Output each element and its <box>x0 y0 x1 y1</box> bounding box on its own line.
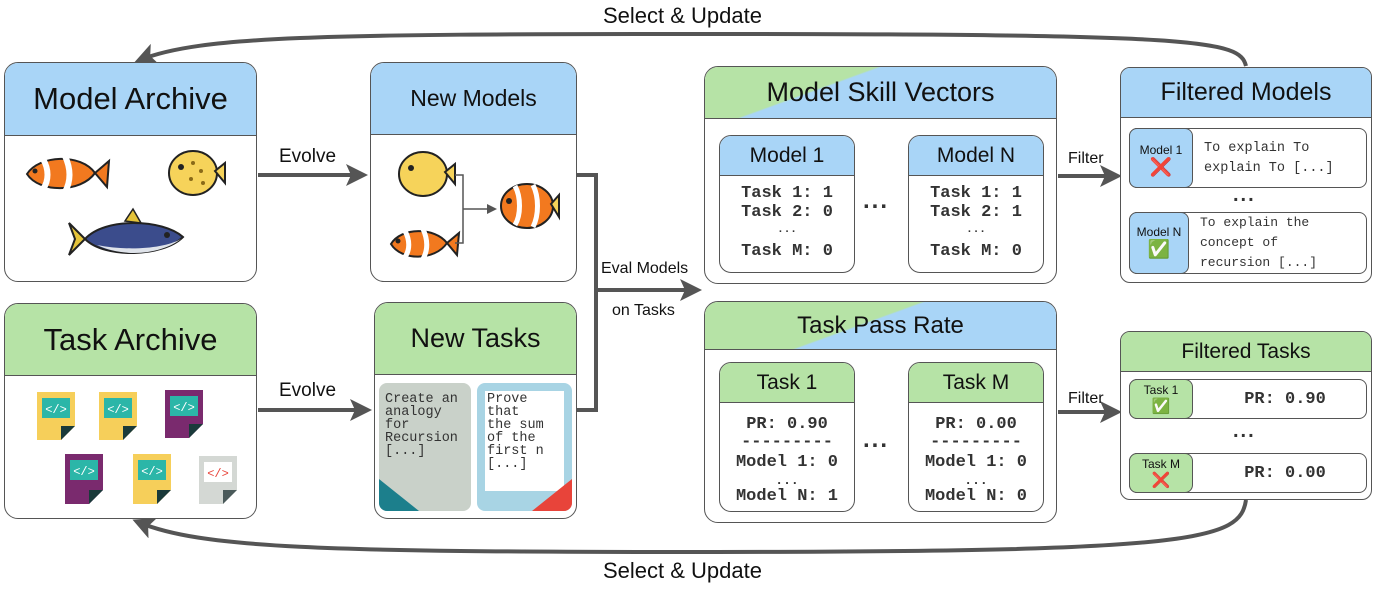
task-chip: Task 1 ✅ <box>1129 379 1193 419</box>
svg-text:</>: </> <box>141 465 163 479</box>
skill-card-title: Model 1 <box>720 136 854 176</box>
select-update-top-label: Select & Update <box>603 3 762 28</box>
pass-line: ... <box>964 473 988 488</box>
new-models-panel: New Models <box>370 62 577 282</box>
model-output-text: To explain the concept of recursion [...… <box>1200 215 1318 270</box>
skill-line: Task 1: 1 <box>930 184 1022 203</box>
code-file-icon: </> <box>133 454 171 504</box>
task-pass-rate-title: Task Pass Rate <box>705 302 1056 350</box>
model-archive-title: Model Archive <box>5 63 256 136</box>
filtered-tasks-title: Filtered Tasks <box>1121 332 1371 372</box>
separator: --------- <box>741 433 833 452</box>
skill-line: ... <box>966 224 986 236</box>
task-paper: Prove that the sum of the first n [...] <box>477 383 572 511</box>
clownfish-icon <box>389 227 461 261</box>
pufferfish-icon <box>168 150 226 196</box>
merge-bracket-icon <box>455 174 497 244</box>
ellipsis: ... <box>863 187 890 214</box>
task-archive-title: Task Archive <box>5 304 256 376</box>
pass-rate-value: PR: 0.00 <box>1244 464 1326 483</box>
task-pass-rate-panel: Task Pass Rate Task 1 PR: 0.90 ---------… <box>704 301 1057 523</box>
new-models-title: New Models <box>371 63 576 135</box>
filtered-tasks-panel: Filtered Tasks PR: 0.90 Task 1 ✅ ... PR:… <box>1120 331 1372 500</box>
code-file-icon: </> <box>65 454 103 504</box>
pass-line: ... <box>775 473 799 488</box>
model-chip: Model 1 ❌ <box>1129 128 1193 188</box>
pass-line: Model N: 0 <box>924 487 1028 506</box>
svg-text:</>: </> <box>73 465 95 479</box>
code-file-icon: </> <box>37 392 75 440</box>
skill-line: ... <box>777 224 797 236</box>
new-tasks-panel: New Tasks Create an analogy for Recursio… <box>374 302 577 519</box>
model-skill-vectors-title: Model Skill Vectors <box>705 67 1056 119</box>
eval-label-line2: on Tasks <box>612 302 675 319</box>
pass-rate-value: PR: 0.00 <box>935 415 1017 434</box>
pass-card-title: Task M <box>909 363 1043 403</box>
select-update-top-arrow <box>134 31 1248 67</box>
skill-card: Model N Task 1: 1 Task 2: 1 ... Task M: … <box>908 135 1044 273</box>
pass-icon: ✅ <box>1147 239 1171 259</box>
evolve-bottom-label: Evolve <box>279 380 337 401</box>
pass-icon: ✅ <box>1151 398 1171 415</box>
fail-icon: ❌ <box>1149 157 1173 177</box>
filtered-models-title: Filtered Models <box>1121 68 1371 118</box>
eval-label-line1: Eval Models <box>601 260 689 277</box>
svg-text:</>: </> <box>173 401 195 415</box>
separator: --------- <box>930 433 1022 452</box>
tuna-icon <box>68 207 185 256</box>
filter-bottom-label: Filter <box>1068 390 1104 407</box>
model-chip-label: Model 1 <box>1139 143 1183 157</box>
model-output-text: To explain To explain To [...] <box>1204 141 1334 176</box>
task-paper: Create an analogy for Recursion [...] <box>379 383 471 511</box>
pass-card: Task M PR: 0.00 --------- Model 1: 0 ...… <box>908 362 1044 512</box>
model-chip-label: Model N <box>1136 225 1182 239</box>
model-archive-panel: Model Archive <box>4 62 257 282</box>
model-skill-vectors-panel: Model Skill Vectors Model 1 Task 1: 1 Ta… <box>704 66 1057 284</box>
pass-card: Task 1 PR: 0.90 --------- Model 1: 0 ...… <box>719 362 855 512</box>
skill-card-title: Model N <box>909 136 1043 176</box>
svg-text:</>: </> <box>45 403 67 417</box>
task-paper-text: Create an analogy for Recursion [...] <box>385 392 458 459</box>
code-file-icon: </> <box>199 456 237 504</box>
filter-top-label: Filter <box>1068 150 1104 167</box>
skill-line: Task M: 0 <box>930 242 1022 261</box>
task-paper-text: Prove that the sum of the first n [...] <box>485 391 564 491</box>
pass-rate-value: PR: 0.90 <box>746 415 828 434</box>
pass-line: Model N: 1 <box>735 487 839 506</box>
page-corner-icon <box>379 479 419 511</box>
new-tasks-title: New Tasks <box>375 303 576 375</box>
select-update-bottom-arrow <box>132 499 1248 555</box>
ellipsis: ... <box>1233 184 1256 206</box>
ellipsis: ... <box>863 426 890 453</box>
code-file-icon: </> <box>165 390 203 438</box>
fail-icon: ❌ <box>1151 472 1171 489</box>
page-corner-icon <box>532 479 572 511</box>
skill-line: Task 2: 1 <box>930 203 1022 222</box>
task-chip: Task M ❌ <box>1129 453 1193 493</box>
code-file-icon: </> <box>99 392 137 440</box>
svg-text:</>: </> <box>107 403 129 417</box>
pass-card-title: Task 1 <box>720 363 854 403</box>
merge-bracket <box>577 173 598 412</box>
pass-rate-value: PR: 0.90 <box>1244 390 1326 409</box>
skill-line: Task 1: 1 <box>741 184 833 203</box>
hybrid-fish-icon <box>500 183 560 229</box>
filtered-models-panel: Filtered Models To explain To explain To… <box>1120 67 1372 283</box>
task-chip-label: Task 1 <box>1143 383 1179 397</box>
pass-line: Model 1: 0 <box>735 453 839 472</box>
task-chip-label: Task M <box>1141 457 1180 471</box>
skill-card: Model 1 Task 1: 1 Task 2: 0 ... Task M: … <box>719 135 855 273</box>
skill-line: Task 2: 0 <box>741 203 833 222</box>
pufferfish-icon <box>398 151 456 197</box>
select-update-bottom-label: Select & Update <box>603 558 762 583</box>
pass-line: Model 1: 0 <box>924 453 1028 472</box>
evolve-top-label: Evolve <box>279 146 337 167</box>
clownfish-icon <box>25 154 111 194</box>
task-archive-panel: Task Archive </> </> </> </> </> </> <box>4 303 257 519</box>
model-chip: Model N ✅ <box>1129 212 1189 274</box>
ellipsis: ... <box>1233 420 1256 442</box>
svg-text:</>: </> <box>207 467 229 481</box>
skill-line: Task M: 0 <box>741 242 833 261</box>
